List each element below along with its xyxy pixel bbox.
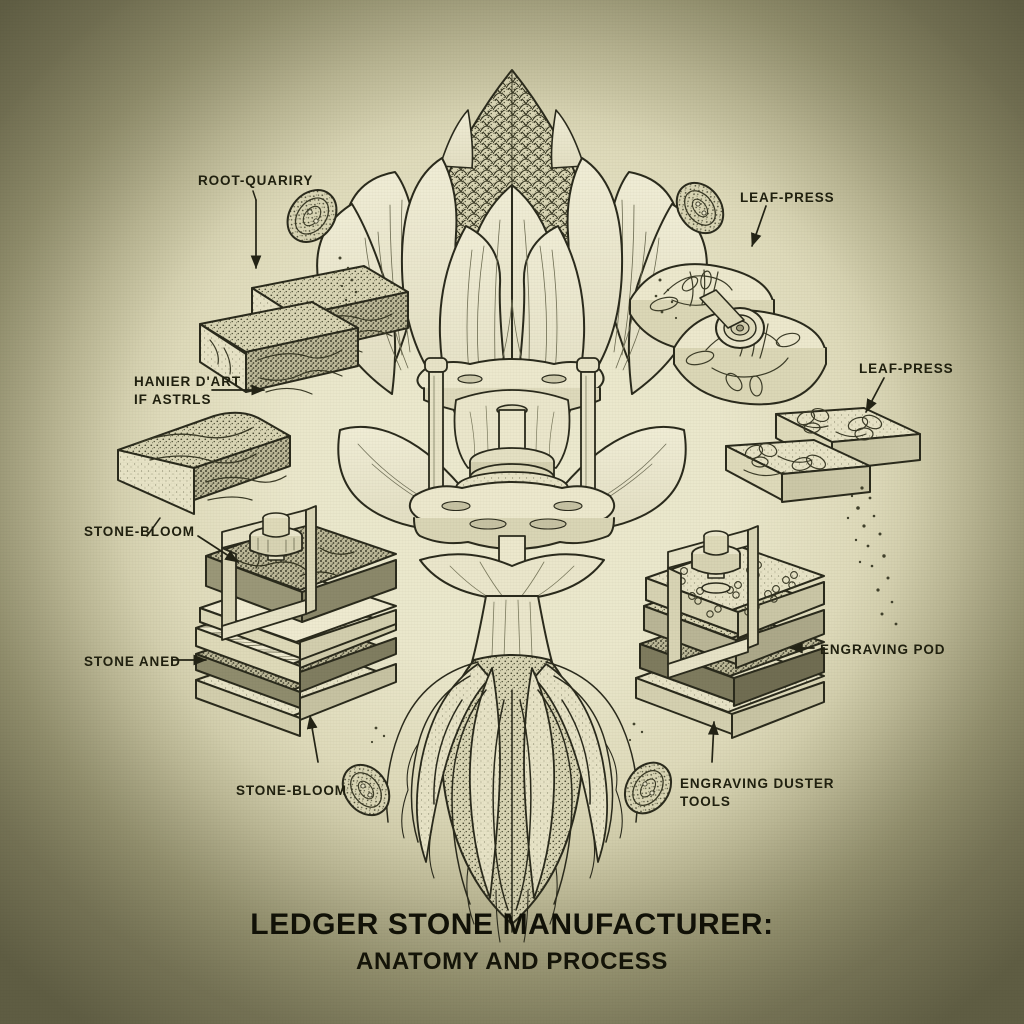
- label-engraving-pod: ENGRAVING POD: [820, 642, 946, 657]
- label-root-quarry: ROOT-QUARIRY: [198, 173, 314, 188]
- label-leaf-press-upper: LEAF-PRESS: [740, 190, 835, 205]
- label-leaf-press-lower: LEAF-PRESS: [859, 361, 954, 376]
- engraved-slabs: [725, 407, 921, 626]
- leader-arrows: [171, 199, 885, 763]
- lotus-bloom: [316, 69, 708, 491]
- rough-slab: [117, 411, 291, 515]
- label-engraving-duster: ENGRAVING DUSTER TOOLS: [680, 776, 835, 809]
- label-stone-bloom-lower: STONE-BLOOM: [236, 783, 347, 798]
- poster-title: LEDGER STONE MANUFACTURER:: [250, 908, 774, 941]
- leader-lines: [146, 190, 257, 537]
- seed-pod-left: [286, 189, 338, 243]
- right-press-stack: [635, 525, 825, 739]
- poster-subtitle: ANATOMY AND PROCESS: [356, 948, 668, 975]
- seed-pod-right: [675, 181, 725, 235]
- label-hanier-dart: HANIER D'ART IF ASTRLS: [134, 374, 242, 407]
- label-stone-bloom-upper: STONE-BLOOM: [84, 524, 195, 539]
- left-press-stack: [195, 505, 397, 737]
- press-mechanism: [337, 357, 687, 601]
- seed-pod-bottom-right: [623, 761, 673, 815]
- title-block: LEDGER STONE MANUFACTURER: ANATOMY AND P…: [0, 908, 1024, 976]
- root-mass: [385, 595, 639, 943]
- label-stone-aned: STONE ANED: [84, 654, 181, 669]
- leaf-press-disc: [629, 263, 827, 406]
